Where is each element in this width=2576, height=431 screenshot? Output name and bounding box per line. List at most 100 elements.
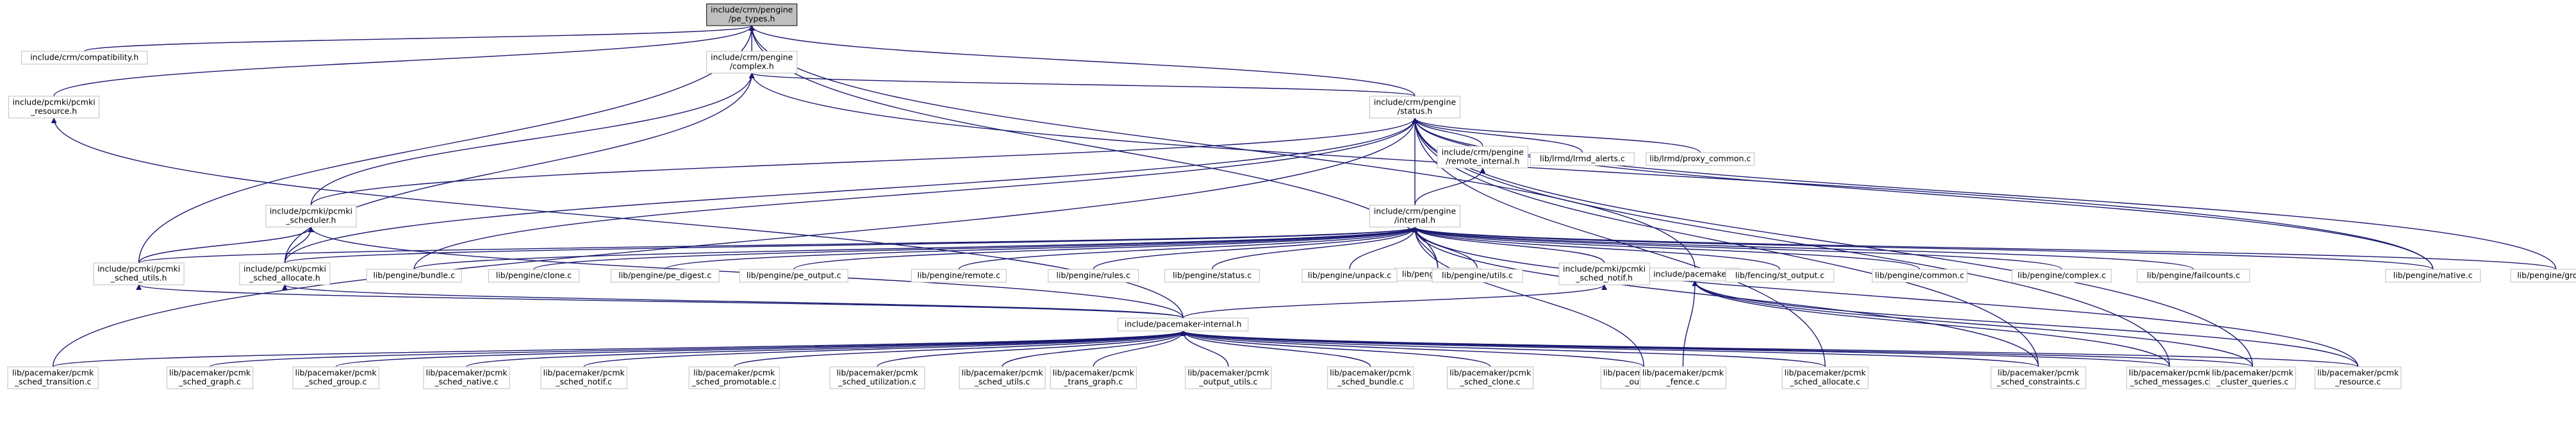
include-edge-unpack_c-to-internal_h: [1349, 226, 1418, 270]
node-include-crm-pengine-status-h[interactable]: include/crm/pengine/status.h: [1369, 96, 1461, 119]
node-lib-pengine-common-c[interactable]: lib/pengine/common.c: [1872, 269, 1968, 283]
include-edge-sched_notif_c-to-pacemaker_internal: [583, 330, 1186, 368]
include-edge-internal_h-to-remote_internal: [1414, 167, 1486, 206]
include-edge-bundle_c-to-status_h: [413, 117, 1418, 270]
node-lib-pacemaker-pcmk-sched-clone-c[interactable]: lib/pacemaker/pcmk_sched_clone.c: [1447, 366, 1534, 389]
node-label: lib/pacemaker/pcmk: [2317, 368, 2399, 378]
node-lib-lrmd-proxy-common-c[interactable]: lib/lrmd/proxy_common.c: [1646, 152, 1755, 166]
node-label: lib/pacemaker/pcmk: [961, 368, 1043, 378]
node-lib-pengine-native-c[interactable]: lib/pengine/native.c: [2385, 269, 2481, 283]
node-include-crm-pengine-pe-types-h[interactable]: include/crm/pengine/pe_types.h: [706, 3, 798, 26]
node-label: lib/pacemaker/pcmk: [693, 368, 775, 378]
include-edge-pe_digest-to-internal_h: [665, 226, 1418, 270]
node-lib-pengine-clone-c[interactable]: lib/pengine/clone.c: [488, 269, 580, 283]
include-edge-proxy_common-to-status_h: [1412, 117, 1701, 153]
node-box: [1118, 317, 1249, 332]
node-label: /pe_types.h: [729, 14, 775, 24]
node-lib-pacemaker-pcmk-sched-allocate-c[interactable]: lib/pacemaker/pcmk_sched_allocate.c: [1781, 366, 1869, 389]
node-box: [1447, 366, 1534, 389]
node-lib-pengine-pe-digest-c[interactable]: lib/pengine/pe_digest.c: [610, 269, 720, 283]
node-lib-pacemaker-pcmk-trans-graph-c[interactable]: lib/pacemaker/pcmk_trans_graph.c: [1050, 366, 1137, 389]
node-lib-pacemaker-pcmk-sched-promotable-c[interactable]: lib/pacemaker/pcmk_sched_promotable.c: [688, 366, 780, 389]
node-lib-pengine-complex-c[interactable]: lib/pengine/complex.c: [2011, 269, 2112, 283]
node-box: [93, 262, 185, 285]
node-lib-pacemaker-pcmk-sched-native-c[interactable]: lib/pacemaker/pcmk_sched_native.c: [423, 366, 510, 389]
node-lib-pengine-group-c[interactable]: lib/pengine/group.c: [2510, 269, 2576, 283]
node-include-pcmki-pcmki-resource-h[interactable]: include/pcmki/pcmki_resource.h: [8, 96, 100, 119]
node-label: lib/pengine/pe_output.c: [747, 271, 841, 280]
node-label: lib/pacemaker/pcmk: [1330, 368, 1412, 378]
node-lib-pengine-pe-output-c[interactable]: lib/pengine/pe_output.c: [739, 269, 848, 283]
include-edge-clone_c-to-internal_h: [533, 226, 1418, 270]
node-lib-pacemaker-pcmk-resource-c[interactable]: lib/pacemaker/pcmk_resource.c: [2315, 366, 2402, 389]
node-lib-pengine-status-c[interactable]: lib/pengine/status.c: [1164, 269, 1260, 283]
node-include-crm-pengine-internal-h[interactable]: include/crm/pengine/internal.h: [1369, 205, 1461, 228]
node-layer: include/crm/pengine/pe_types.hinclude/cr…: [7, 3, 2576, 389]
node-lib-pacemaker-pcmk-cluster-queries-c[interactable]: lib/pacemaker/pcmk_cluster_queries.c: [2209, 366, 2296, 389]
node-lib-pacemaker-pcmk-sched-group-c[interactable]: lib/pacemaker/pcmk_sched_group.c: [292, 366, 379, 389]
node-include-pacemaker-h[interactable]: include/pacemaker.h: [1649, 267, 1741, 282]
node-lib-lrmd-lrmd-alerts-c[interactable]: lib/lrmd/lrmd_alerts.c: [1530, 152, 1635, 166]
include-edge-sched_constraints-to-pacemaker_internal: [1180, 330, 2039, 368]
node-lib-pacemaker-pcmk-sched-transition-c[interactable]: lib/pacemaker/pcmk_sched_transition.c: [7, 366, 99, 389]
include-edge-sched_native-to-pacemaker_internal: [466, 330, 1186, 368]
node-include-pcmki-pcmki-sched-utils-h[interactable]: include/pcmki/pcmki_sched_utils.h: [93, 262, 185, 285]
node-label: _sched_messages.c: [2129, 377, 2209, 387]
node-lib-pengine-failcounts-c[interactable]: lib/pengine/failcounts.c: [2136, 269, 2250, 283]
node-lib-pacemaker-pcmk-sched-notif-c[interactable]: lib/pacemaker/pcmk_sched_notif.c: [540, 366, 627, 389]
node-include-crm-pengine-remote-internal-h[interactable]: include/crm/pengine/remote_internal.h: [1437, 146, 1528, 169]
node-include-pcmki-pcmki-sched-allocate-h[interactable]: include/pcmki/pcmki_sched_allocate.h: [239, 262, 331, 285]
node-box: [1369, 205, 1461, 228]
include-edge-sched_allocate_h-to-pcmki_scheduler: [284, 226, 314, 264]
node-lib-pacemaker-pcmk-fence-c[interactable]: lib/pacemaker/pcmk_fence.c: [1639, 366, 1727, 389]
node-box: [1437, 146, 1528, 169]
node-box: [1048, 269, 1139, 283]
node-box: [706, 3, 798, 26]
node-include-pacemaker-internal-h[interactable]: include/pacemaker-internal.h: [1118, 317, 1249, 332]
node-box: [2385, 269, 2481, 283]
node-label: include/pacemaker-internal.h: [1125, 319, 1242, 329]
node-lib-pacemaker-pcmk-sched-graph-c[interactable]: lib/pacemaker/pcmk_sched_graph.c: [166, 366, 254, 389]
node-label: lib/pacemaker/pcmk: [836, 368, 918, 378]
node-lib-pengine-bundle-c[interactable]: lib/pengine/bundle.c: [366, 269, 462, 283]
node-label: lib/pengine/complex.c: [2018, 271, 2106, 280]
node-label: lib/pacemaker/pcmk: [1997, 368, 2079, 378]
node-box: [366, 269, 462, 283]
node-label: _sched_allocate.c: [1789, 377, 1860, 387]
node-label: /status.h: [1398, 106, 1433, 116]
node-box: [1990, 366, 2086, 389]
node-lib-pengine-remote-c[interactable]: lib/pengine/remote.c: [911, 269, 1007, 283]
node-lib-pacemaker-pcmk-output-utils-c[interactable]: lib/pacemaker/pcmk_output_utils.c: [1185, 366, 1272, 389]
node-include-pcmki-pcmki-sched-notif-h[interactable]: include/pcmki/pcmki_sched_notif.h: [1558, 262, 1650, 285]
include-edge-sched_group-to-pacemaker_internal: [335, 330, 1186, 368]
include-edge-group_c-to-internal_h: [1412, 226, 2557, 270]
node-label: lib/pengine/rules.c: [1057, 271, 1131, 280]
include-edge-pcmki_scheduler-to-status_h: [310, 117, 1418, 206]
include-edge-sched_graph-to-pacemaker_internal: [209, 330, 1186, 368]
node-lib-pacemaker-pcmk-sched-constraints-c[interactable]: lib/pacemaker/pcmk_sched_constraints.c: [1990, 366, 2086, 389]
include-edge-sched_messages-to-pacemaker_h: [1692, 280, 2170, 368]
node-lib-pacemaker-pcmk-sched-bundle-c[interactable]: lib/pacemaker/pcmk_sched_bundle.c: [1327, 366, 1414, 389]
node-lib-pengine-unpack-c[interactable]: lib/pengine/unpack.c: [1301, 269, 1398, 283]
node-lib-pengine-rules-c[interactable]: lib/pengine/rules.c: [1048, 269, 1139, 283]
node-lib-pengine-utils-c[interactable]: lib/pengine/utils.c: [1432, 269, 1523, 283]
node-label: lib/pacemaker/pcmk: [12, 368, 94, 378]
node-lib-fencing-st-output-c[interactable]: lib/fencing/st_output.c: [1725, 269, 1835, 283]
node-label: lib/pengine/bundle.c: [373, 271, 455, 280]
include-edge-sched_allocate_h-to-internal_h: [284, 226, 1418, 264]
node-include-pcmki-pcmki-scheduler-h[interactable]: include/pcmki/pcmki_scheduler.h: [265, 205, 357, 228]
node-box: [2126, 366, 2213, 389]
node-include-crm-pengine-complex-h[interactable]: include/crm/pengine/complex.h: [706, 51, 798, 74]
include-edge-sched_notif_h-to-internal_h: [1412, 226, 1605, 264]
include-edge-sched_allocate_h-to-status_h: [284, 117, 1418, 264]
node-lib-pacemaker-pcmk-sched-utilization-c[interactable]: lib/pacemaker/pcmk_sched_utilization.c: [829, 366, 925, 389]
node-lib-pacemaker-pcmk-sched-utils-c[interactable]: lib/pacemaker/pcmk_sched_utils.c: [959, 366, 1046, 389]
include-edge-cluster_queries-to-pacemaker_h: [1692, 280, 2253, 368]
include-edge-pacemaker_internal-to-sched_utils_h: [136, 284, 1184, 319]
node-include-crm-compatibility-h[interactable]: include/crm/compatibility.h: [21, 51, 148, 65]
node-box: [21, 51, 148, 65]
node-label: include/crm/pengine: [1442, 148, 1524, 157]
node-lib-pacemaker-pcmk-sched-messages-c[interactable]: lib/pacemaker/pcmk_sched_messages.c: [2126, 366, 2213, 389]
node-box: [265, 205, 357, 228]
